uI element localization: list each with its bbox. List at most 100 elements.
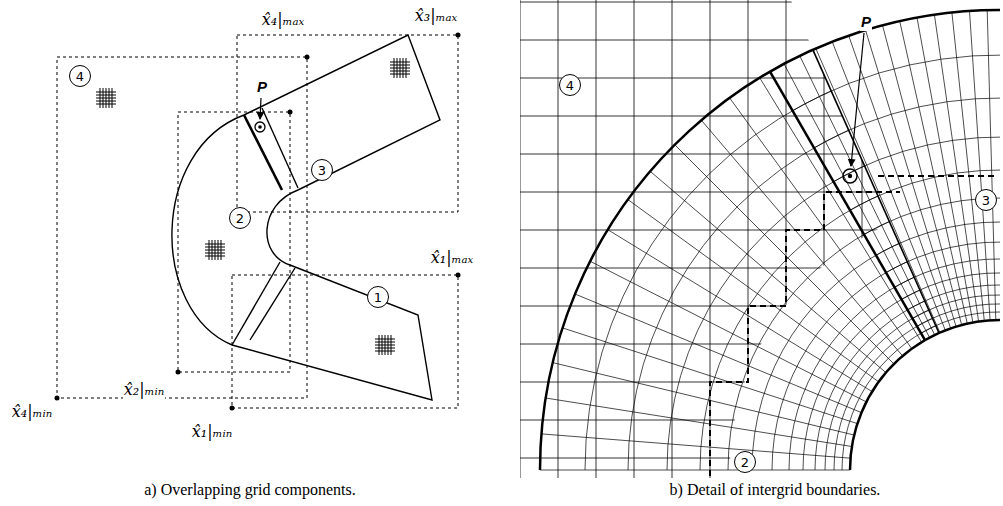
circled-number: 3 xyxy=(311,159,333,181)
grid-line xyxy=(938,0,939,478)
grid-line xyxy=(917,304,1000,326)
grid-line xyxy=(575,294,861,413)
hatch-line xyxy=(375,348,395,349)
component-number: 1 xyxy=(374,291,382,304)
grid-line xyxy=(876,222,1000,255)
hatch-line xyxy=(221,240,222,260)
bound-label: x̂₁|ₘₐₓ xyxy=(430,249,474,267)
cartesian-grid xyxy=(520,0,1000,478)
grid-line xyxy=(866,30,957,327)
circled-number: 3 xyxy=(975,189,997,211)
bound-label: x̂₄|ₘₐₓ xyxy=(261,11,305,29)
hole-boundary xyxy=(710,192,900,476)
component-outlines xyxy=(172,35,440,400)
grid-line xyxy=(546,398,852,447)
grid-hatches xyxy=(96,58,410,355)
grid-line xyxy=(520,40,1000,41)
hatch-line xyxy=(390,71,410,72)
hatch-line xyxy=(205,256,225,257)
grid-line xyxy=(832,42,945,331)
hatch-line xyxy=(112,88,113,108)
grid-line xyxy=(748,0,749,478)
hatch-line xyxy=(96,98,116,99)
grid-boundaries xyxy=(540,10,1000,470)
grid-line xyxy=(520,268,1000,269)
grid-line xyxy=(886,242,1000,272)
grid-line xyxy=(540,470,850,471)
grid-line xyxy=(520,0,521,478)
bound-label: x̂₃|ₘₐₓ xyxy=(414,7,458,25)
component-number: 3 xyxy=(982,194,990,207)
hatch-line xyxy=(96,104,116,105)
hatch-line xyxy=(375,351,395,352)
point-marker xyxy=(258,125,262,129)
figure-caption: a) Overlapping grid components. xyxy=(143,481,357,499)
grid-line xyxy=(520,2,1000,3)
hatch-line xyxy=(375,345,395,346)
grid-line xyxy=(585,91,831,470)
hatch-line xyxy=(390,68,410,69)
circled-number: 2 xyxy=(734,451,756,473)
grid-line xyxy=(672,0,673,478)
grid-line xyxy=(541,434,850,458)
point-label: P xyxy=(860,13,872,30)
grid-line xyxy=(520,458,1000,459)
hatch-line xyxy=(218,240,219,260)
grid-line xyxy=(952,13,984,321)
grid-line xyxy=(520,382,1000,383)
grid-line xyxy=(701,120,902,356)
grid-line xyxy=(921,312,1000,333)
hatch-line xyxy=(406,58,407,78)
circled-number: 1 xyxy=(367,286,389,308)
grid-line xyxy=(934,15,978,322)
hatch-line xyxy=(403,58,404,78)
grid-line xyxy=(913,295,1001,318)
grid-line xyxy=(730,98,912,349)
component-number: 4 xyxy=(76,70,84,83)
grid-line xyxy=(520,344,1000,345)
polar-grid xyxy=(784,10,1000,338)
point-marker xyxy=(848,174,852,178)
grid-line xyxy=(558,0,559,478)
grid-line xyxy=(628,200,879,382)
grid-line xyxy=(667,166,865,470)
circled-number: 4 xyxy=(69,65,91,87)
hatch-line xyxy=(96,101,116,102)
hatch-line xyxy=(205,253,225,254)
grid-line xyxy=(917,18,973,323)
grid-line xyxy=(824,0,825,478)
leader-arrow xyxy=(851,33,864,166)
grid-line xyxy=(850,320,1000,470)
grid-line xyxy=(540,10,1000,470)
grid-line xyxy=(987,10,996,320)
bound-label: x̂₄|ₘᵢₙ xyxy=(11,403,53,421)
corner-dots xyxy=(55,33,461,411)
hatch-line xyxy=(388,335,389,355)
hatch-line xyxy=(391,335,392,355)
grid-line xyxy=(760,78,922,342)
hatch-line xyxy=(109,88,110,108)
leader-arrow xyxy=(260,98,261,119)
grid-line xyxy=(675,145,894,364)
hole-boundary xyxy=(878,175,998,177)
component-number: 2 xyxy=(741,456,749,469)
point-label: P xyxy=(256,78,268,95)
figure-caption: b) Detail of intergrid boundaries. xyxy=(669,481,882,499)
point-marker xyxy=(843,169,857,183)
circled-number: 4 xyxy=(559,74,581,96)
polar-grid xyxy=(540,78,936,470)
grid-line xyxy=(850,170,1000,210)
grid-line xyxy=(590,261,866,402)
bound-label: x̂₁|ₘᵢₙ xyxy=(191,423,233,441)
grid-line xyxy=(900,0,901,478)
grid-line xyxy=(895,259,1001,287)
hatch-line xyxy=(390,74,410,75)
grid-line xyxy=(520,192,1000,193)
hatch-line xyxy=(205,250,225,251)
component-number: 2 xyxy=(236,212,244,225)
grid-line xyxy=(908,285,1001,310)
grid-line xyxy=(710,0,711,478)
grid-line xyxy=(902,273,1001,299)
component-number: 3 xyxy=(318,164,326,177)
